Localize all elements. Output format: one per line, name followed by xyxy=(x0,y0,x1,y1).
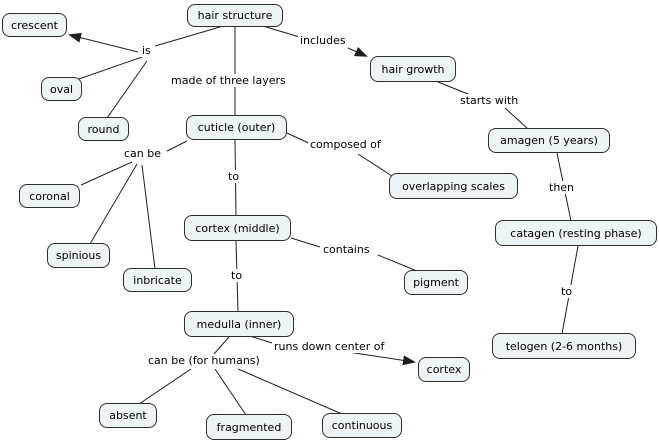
edge-startswith-amagen xyxy=(504,107,529,130)
link-label-to-catagen-telogen[interactable]: to xyxy=(559,285,575,298)
edge-hairstructure-includes xyxy=(265,26,304,39)
link-label-can-be-for-humans[interactable]: can be (for humans) xyxy=(146,354,262,367)
edge-is-round xyxy=(106,60,148,119)
edge-canbehumans-fragmented xyxy=(214,368,247,416)
link-label-contains[interactable]: contains xyxy=(321,243,372,256)
node-round[interactable]: round xyxy=(78,117,129,141)
link-label-runs-down-center-of[interactable]: runs down center of xyxy=(272,340,387,353)
node-overlapping-scales[interactable]: overlapping scales xyxy=(389,173,518,199)
edge-cuticle-canbe xyxy=(166,140,188,152)
node-inbricate[interactable]: inbricate xyxy=(123,268,192,292)
node-cuticle-outer[interactable]: cuticle (outer) xyxy=(186,115,287,140)
edge-includes-hairgrowth-arrow xyxy=(347,46,368,57)
link-label-to-cortex-medulla[interactable]: to xyxy=(229,269,245,282)
edge-canbehumans-continuous xyxy=(237,368,343,415)
edge-canbehumans-absent xyxy=(138,368,192,405)
node-hair-structure[interactable]: hair structure xyxy=(187,4,283,27)
node-catagen-resting-phase[interactable]: catagen (resting phase) xyxy=(495,220,657,246)
node-absent[interactable]: absent xyxy=(99,403,157,428)
node-fragmented[interactable]: fragmented xyxy=(206,414,292,440)
link-label-can-be[interactable]: can be xyxy=(122,147,164,160)
edge-is-crescent-arrow xyxy=(68,32,139,53)
node-crescent[interactable]: crescent xyxy=(2,13,67,37)
edge-hairstructure-is xyxy=(154,26,221,47)
node-hair-growth[interactable]: hair growth xyxy=(370,56,456,82)
link-label-then[interactable]: then xyxy=(547,181,577,194)
edge-canbe-inbricate xyxy=(141,164,156,270)
node-spinious[interactable]: spinious xyxy=(47,243,110,268)
node-cortex-middle[interactable]: cortex (middle) xyxy=(184,215,291,241)
link-label-to-cuticle-cortex[interactable]: to xyxy=(226,170,242,183)
edge-is-oval xyxy=(75,56,143,81)
link-label-is[interactable]: is xyxy=(140,44,153,57)
node-cortex[interactable]: cortex xyxy=(418,357,470,382)
edge-cortexmiddle-contains xyxy=(290,237,321,248)
node-oval[interactable]: oval xyxy=(41,77,82,101)
edge-runsdown-cortex-arrow xyxy=(347,351,416,366)
edge-hairgrowth-startswith xyxy=(437,81,474,97)
node-amagen-5-years[interactable]: amagen (5 years) xyxy=(488,128,610,153)
link-label-composed-of[interactable]: composed of xyxy=(308,138,383,151)
node-pigment[interactable]: pigment xyxy=(404,270,468,295)
node-medulla-inner[interactable]: medulla (inner) xyxy=(184,311,294,337)
node-coronal[interactable]: coronal xyxy=(19,184,80,208)
edge-medulla-runsdown xyxy=(249,335,273,344)
link-label-made-of-three-layers[interactable]: made of three layers xyxy=(169,74,288,87)
edge-medulla-canbehumans xyxy=(213,336,230,355)
link-label-starts-with[interactable]: starts with xyxy=(458,94,521,107)
edge-canbe-spinious xyxy=(89,163,138,245)
link-label-includes[interactable]: includes xyxy=(298,34,348,47)
node-telogen-2-6-months[interactable]: telogen (2-6 months) xyxy=(492,333,636,359)
edge-composedof-scales xyxy=(357,153,393,177)
edge-canbe-coronal xyxy=(80,161,133,186)
node-continuous[interactable]: continuous xyxy=(322,413,402,438)
edge-contains-pigment xyxy=(377,254,418,272)
